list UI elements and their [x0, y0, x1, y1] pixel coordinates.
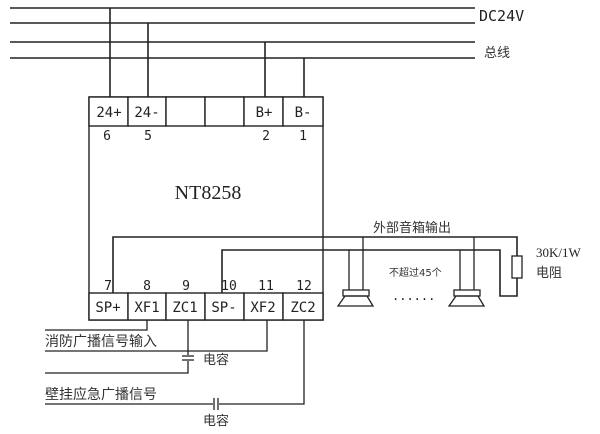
top-terminal-cell — [88, 96, 129, 127]
speaker-count-note: 不超过45个 — [389, 266, 442, 279]
terminal-label-sp-positive: SP+ — [95, 300, 120, 316]
terminal-label-b-negative: B- — [295, 105, 312, 121]
top-terminal-strip: 24+ 24- B+ B- 6 5 2 1 — [88, 96, 324, 144]
speaker-icon — [336, 237, 375, 307]
terminal-label-xf1: XF1 — [134, 300, 159, 316]
module-name: NT8258 — [175, 182, 242, 204]
wire-sp-negative — [221, 249, 518, 297]
terminal-label-xf2: XF2 — [250, 300, 275, 316]
resistor-value: 30K/1W — [536, 245, 582, 260]
top-terminal-cell — [282, 96, 324, 127]
terminal-label-24-positive: 24+ — [96, 105, 121, 121]
terminal-number-11: 11 — [258, 279, 274, 294]
wire-sp-positive — [112, 236, 518, 293]
fire-broadcast-input-label: 消防广播信号输入 — [45, 334, 157, 350]
top-terminal-cell — [127, 96, 167, 127]
top-terminal-cell — [165, 96, 206, 127]
terminal-number-1: 1 — [299, 129, 307, 144]
bottom-terminal-cell — [282, 292, 324, 321]
terminal-number-7: 7 — [104, 279, 112, 294]
bottom-terminal-cell — [88, 292, 129, 321]
module-body — [88, 96, 324, 321]
resistor-symbol — [511, 255, 523, 279]
capacitor2-label: 电容 — [203, 413, 229, 429]
wire-xf2 — [45, 320, 268, 352]
terminal-label-b-positive: B+ — [256, 105, 273, 121]
terminal-number-12: 12 — [296, 279, 312, 294]
bottom-terminal-strip: SP+ XF1 ZC1 SP- XF2 ZC2 7 8 9 10 11 12 — [88, 279, 324, 321]
bus-power-label: DC24V — [479, 7, 524, 25]
bus-signal-label: 总线 — [484, 46, 510, 61]
terminal-label-24-negative: 24- — [134, 105, 159, 121]
speaker-icon — [447, 237, 486, 307]
terminal-number-6: 6 — [103, 129, 111, 144]
terminal-number-10: 10 — [221, 279, 237, 294]
terminal-number-2: 2 — [262, 129, 270, 144]
bottom-terminal-cell — [204, 292, 245, 321]
terminal-label-sp-negative: SP- — [211, 300, 236, 316]
wire-zc2 — [219, 320, 305, 405]
terminal-number-8: 8 — [143, 279, 151, 294]
terminal-label-zc1: ZC1 — [172, 300, 197, 316]
wall-broadcast-label: 壁挂应急广播信号 — [45, 386, 157, 403]
terminal-number-9: 9 — [182, 279, 190, 294]
speaker-output-label: 外部音箱输出 — [373, 220, 451, 236]
capacitor1-label: 电容 — [203, 352, 229, 368]
top-terminal-cell — [204, 96, 245, 127]
resistor-label: 电阻 — [536, 266, 562, 281]
terminal-label-zc2: ZC2 — [290, 300, 315, 316]
wire-xf1 — [45, 320, 148, 331]
terminal-number-5: 5 — [144, 129, 152, 144]
speaker-ellipsis: ...... — [392, 289, 435, 303]
wire-zc1-lower — [45, 361, 189, 374]
bottom-terminal-cell — [127, 292, 167, 321]
